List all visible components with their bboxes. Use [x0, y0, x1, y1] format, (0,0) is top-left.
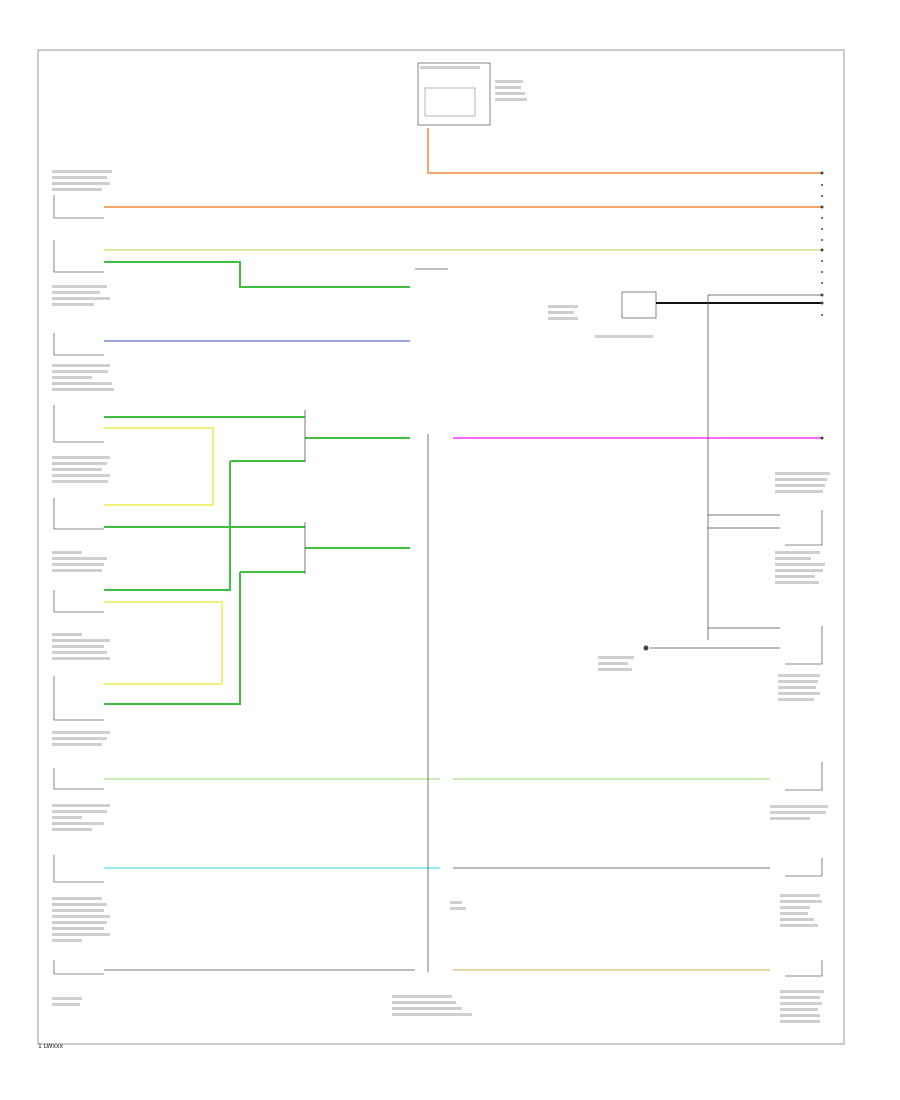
wire-yellow-1: [104, 427, 214, 506]
wire-green-1: [104, 261, 410, 288]
left-component-brackets: [53, 195, 104, 975]
wires: [104, 128, 822, 971]
right-component-brackets: [621, 291, 823, 977]
right-terminals: [643, 171, 824, 651]
wire-gray-right-2: [650, 627, 780, 649]
diagram-border: [37, 49, 845, 1045]
wire-gray-right-1: [708, 514, 780, 529]
wire-orange-top: [427, 128, 822, 174]
top-inner-box: [424, 87, 476, 117]
thin-lines: [304, 268, 709, 972]
wire-green-3: [104, 460, 305, 591]
wire-yellow-2: [104, 601, 223, 685]
top-component-box: [417, 62, 491, 126]
wire-green-5: [104, 571, 305, 705]
wire-green-4: [104, 526, 410, 549]
diagram-footer-code: 1 LWxxx: [38, 1043, 64, 1050]
wire-green-2: [104, 416, 410, 439]
illegible-labels: [52, 66, 830, 1023]
